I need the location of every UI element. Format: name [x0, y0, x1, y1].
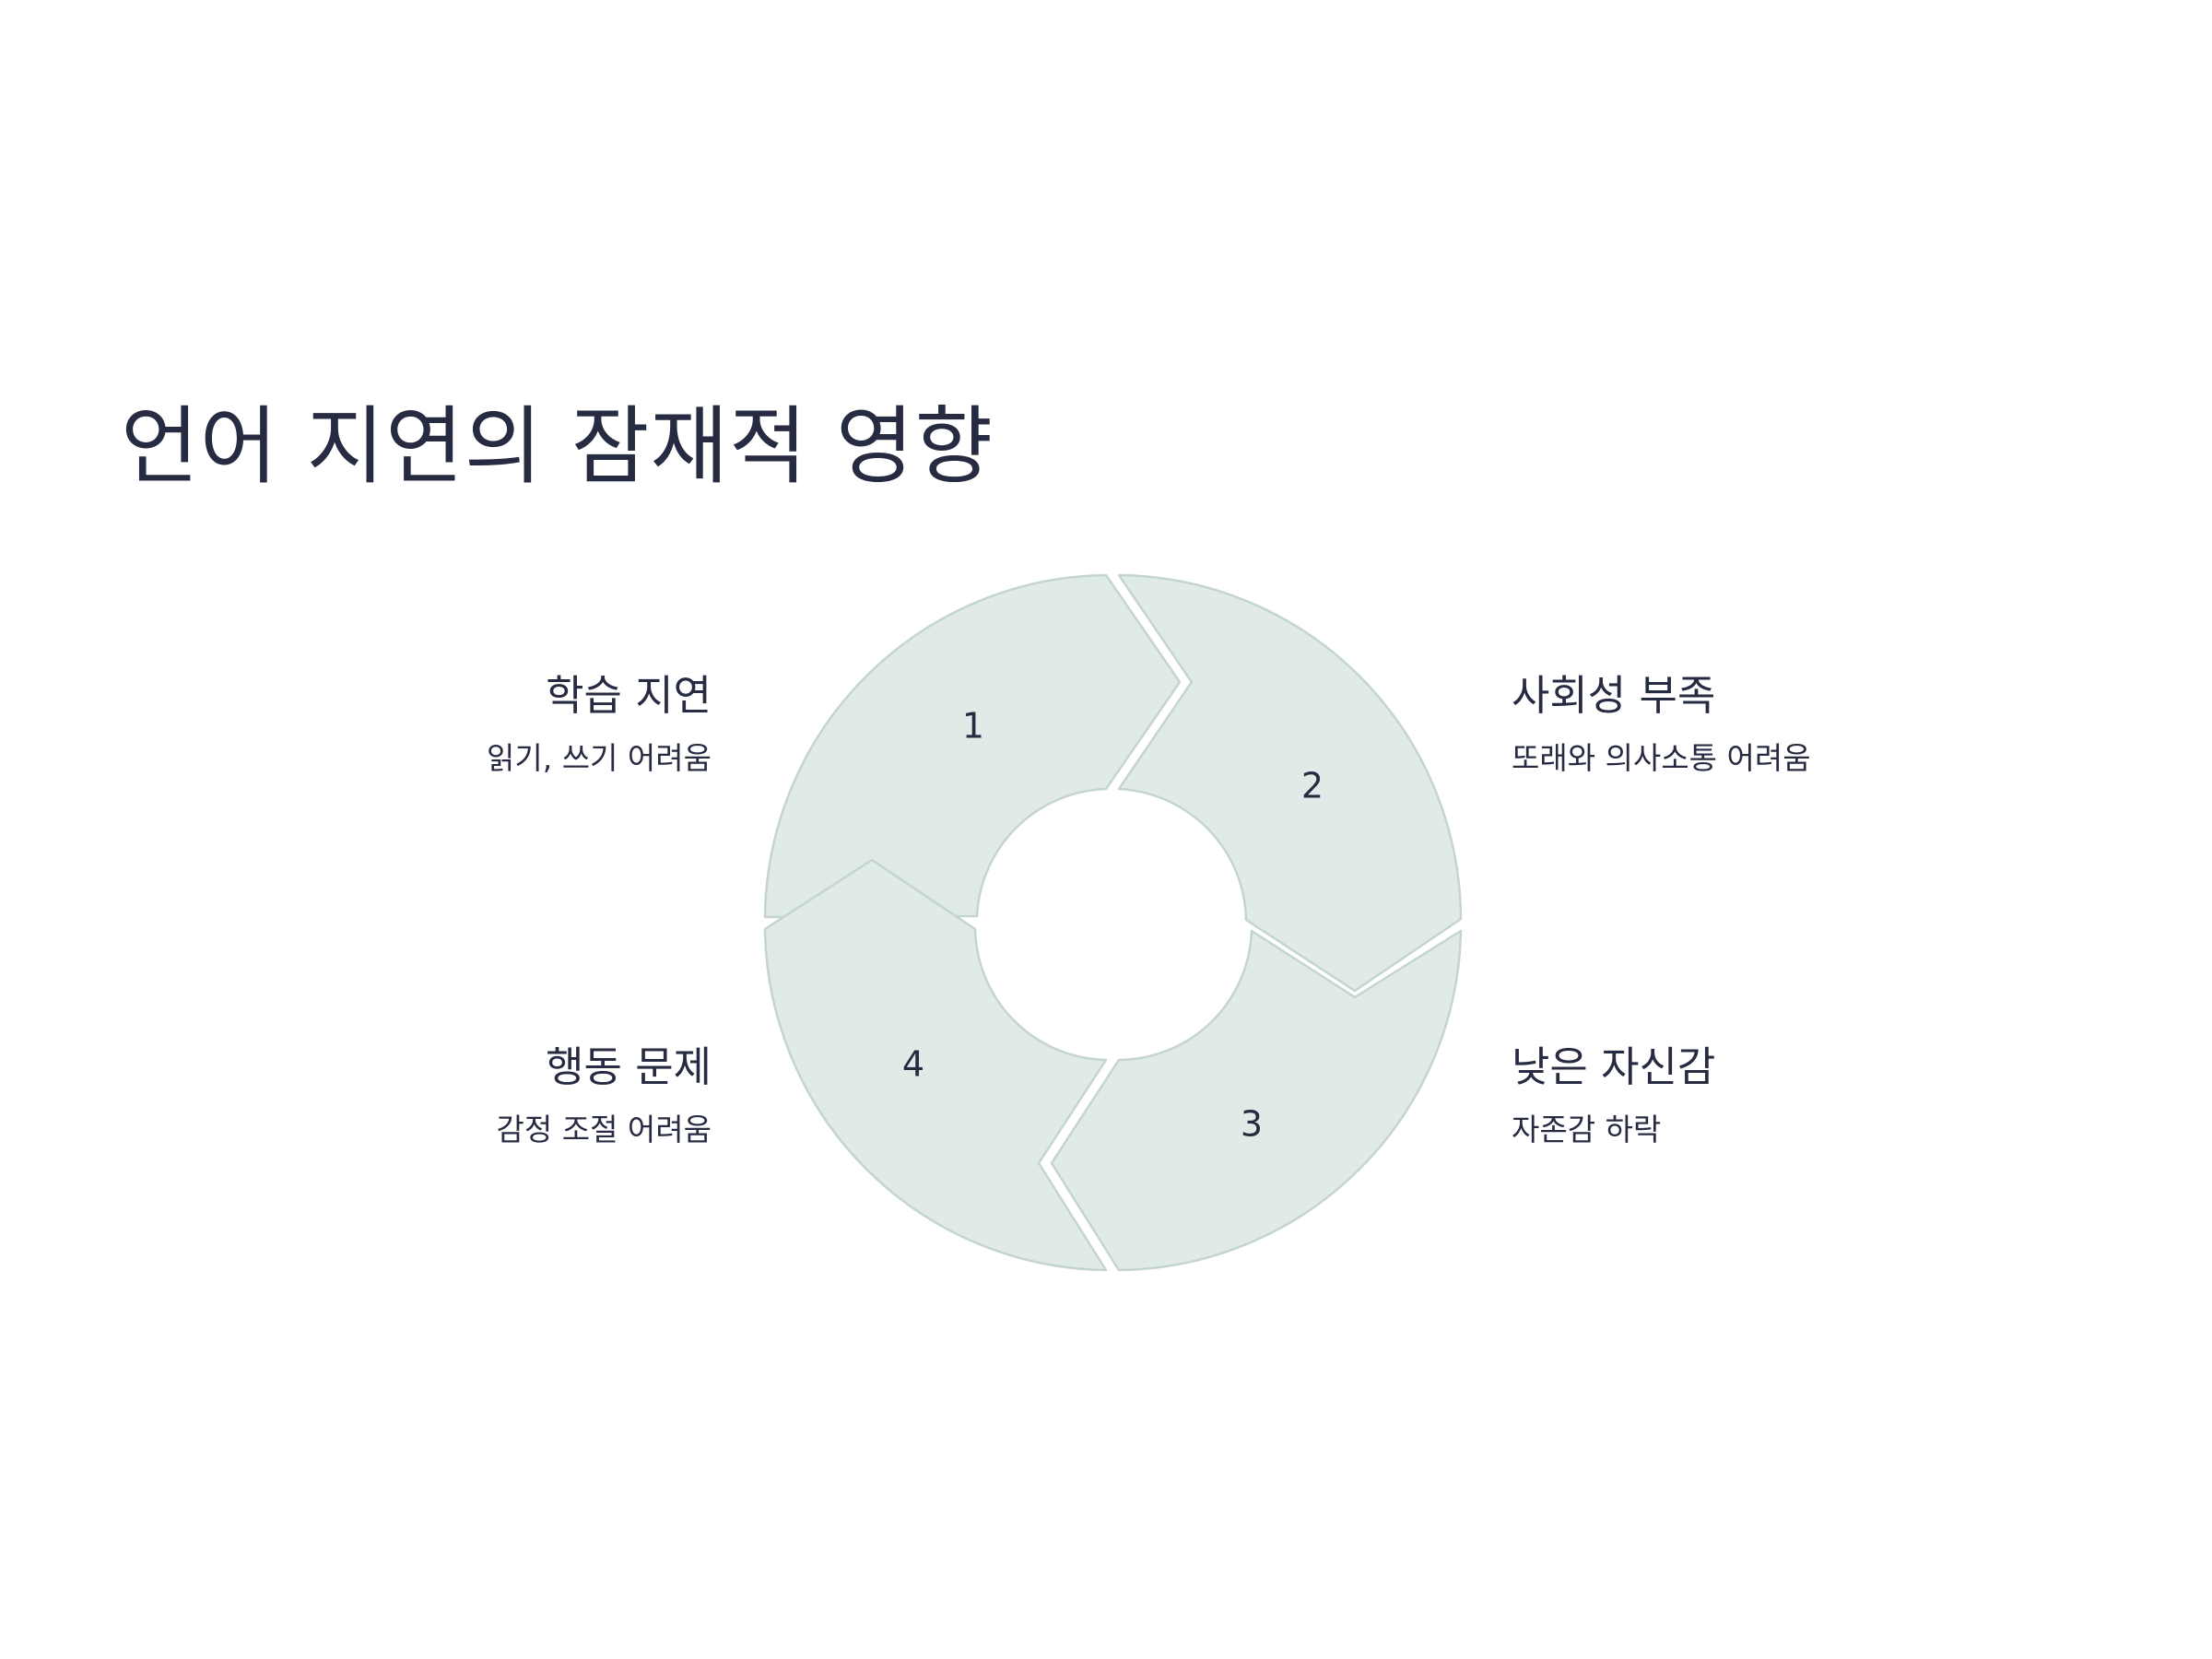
- segment-4-label: 행동 문제 감정 조절 어려움: [122, 1040, 712, 1150]
- segment-3-shape: [1050, 929, 1463, 1272]
- segment-3-description: 자존감 하락: [1512, 1112, 1662, 1147]
- cycle-segment-3: 3: [1050, 929, 1463, 1272]
- segment-1-title: 학습 지연: [546, 671, 712, 720]
- cycle-segment-4: 4: [763, 858, 1108, 1272]
- segment-2-description: 또래와 의사소통 어려움: [1512, 740, 1811, 776]
- segment-1-description: 읽기, 쓰기 어려움: [487, 740, 712, 776]
- segment-1-number: 1: [962, 706, 984, 747]
- segment-2-number: 2: [1301, 766, 1324, 806]
- segment-2-title: 사회성 부족: [1512, 671, 1716, 720]
- segment-3-number: 3: [1241, 1104, 1263, 1145]
- page-title: 언어 지연의 잠재적 영향: [121, 397, 994, 496]
- segment-1-shape: [763, 573, 1182, 919]
- segment-3-title: 낮은 자신감: [1512, 1042, 1716, 1091]
- cycle-segment-1: 1: [763, 573, 1182, 919]
- segment-4-title: 행동 문제: [546, 1042, 712, 1091]
- segment-1-label: 학습 지연 읽기, 쓰기 어려움: [122, 668, 712, 779]
- segment-3-label: 낮은 자신감 자존감 하락: [1512, 1040, 2101, 1150]
- segment-2-shape: [1117, 573, 1463, 993]
- cycle-segment-2: 2: [1117, 573, 1463, 993]
- segment-4-number: 4: [902, 1044, 924, 1085]
- segment-4-description: 감정 조절 어려움: [496, 1112, 712, 1147]
- segment-4-shape: [763, 858, 1108, 1272]
- segment-2-label: 사회성 부족 또래와 의사소통 어려움: [1512, 668, 2101, 779]
